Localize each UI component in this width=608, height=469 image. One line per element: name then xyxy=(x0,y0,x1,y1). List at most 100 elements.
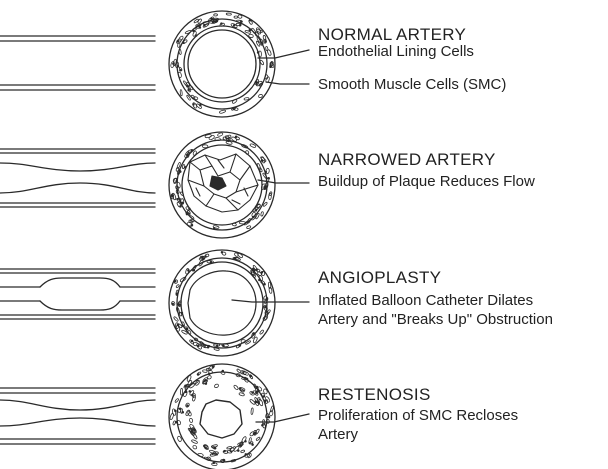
smooth-muscle-cell xyxy=(248,437,251,443)
cell-nucleus-dot xyxy=(239,345,240,346)
cell-nucleus-dot xyxy=(262,43,263,44)
smooth-muscle-cell xyxy=(173,316,178,322)
cell-nucleus-dot xyxy=(187,405,188,406)
smooth-muscle-cell xyxy=(187,330,191,335)
cell-nucleus-dot xyxy=(236,136,237,137)
smooth-muscle-cell xyxy=(245,150,249,155)
cell-nucleus-dot xyxy=(172,303,173,304)
smooth-muscle-cell xyxy=(265,46,268,51)
cell-nucleus-dot xyxy=(234,460,235,461)
cell-nucleus-dot xyxy=(268,178,269,179)
smc-proliferation-label-line-1: Proliferation of SMC Recloses xyxy=(318,406,518,426)
cell-nucleus-dot xyxy=(188,89,189,90)
cell-nucleus-dot xyxy=(262,425,263,426)
cell-nucleus-dot xyxy=(193,30,194,31)
cell-nucleus-dot xyxy=(245,441,246,442)
cell-nucleus-dot xyxy=(210,262,211,263)
smooth-muscle-cell xyxy=(202,145,208,148)
cell-nucleus-dot xyxy=(240,388,241,389)
cell-nucleus-dot xyxy=(217,345,218,346)
cell-nucleus-dot xyxy=(192,340,193,341)
cell-nucleus-dot xyxy=(224,451,225,452)
smooth-muscle-cell xyxy=(261,212,264,217)
cell-nucleus-dot xyxy=(259,279,260,280)
cell-nucleus-dot xyxy=(183,42,184,43)
plaque-mass xyxy=(188,154,258,212)
cell-nucleus-dot xyxy=(185,391,186,392)
angioplasty-title: ANGIOPLASTY xyxy=(318,268,441,288)
smooth-muscle-cell xyxy=(175,398,179,403)
smooth-muscle-cell xyxy=(180,388,182,395)
smooth-muscle-cells-label: Smooth Muscle Cells (SMC) xyxy=(318,75,506,95)
cell-nucleus-dot xyxy=(235,258,236,259)
cell-nucleus-dot xyxy=(268,417,269,418)
cell-nucleus-dot xyxy=(181,312,182,313)
cell-nucleus-dot xyxy=(205,256,206,257)
smooth-muscle-cell xyxy=(179,49,182,54)
narrowed-lumen xyxy=(200,400,242,438)
smooth-muscle-cell xyxy=(232,99,238,104)
cell-nucleus-dot xyxy=(180,408,181,409)
cell-nucleus-dot xyxy=(185,167,186,168)
smooth-muscle-cell xyxy=(226,13,231,15)
cell-nucleus-dot xyxy=(189,391,190,392)
cell-nucleus-dot xyxy=(202,257,203,258)
cell-nucleus-dot xyxy=(191,150,192,151)
narrowed-artery-cross-section-icon xyxy=(169,132,275,238)
cell-nucleus-dot xyxy=(223,345,224,346)
cell-nucleus-dot xyxy=(196,35,197,36)
endothelial-cells-label: Endothelial Lining Cells xyxy=(318,42,474,62)
cell-nucleus-dot xyxy=(249,30,250,31)
smooth-muscle-cell xyxy=(251,408,254,415)
smooth-muscle-cell xyxy=(244,97,249,100)
smooth-muscle-cell xyxy=(217,132,223,136)
angioplasty-longitudinal-icon xyxy=(0,269,155,319)
smooth-muscle-cell xyxy=(234,16,238,18)
narrowed-artery-title: NARROWED ARTERY xyxy=(318,150,496,170)
cell-nucleus-dot xyxy=(262,160,263,161)
cell-nucleus-dot xyxy=(198,345,199,346)
restenosis-title: RESTENOSIS xyxy=(318,385,431,405)
cell-nucleus-dot xyxy=(261,272,262,273)
cell-nucleus-dot xyxy=(255,401,256,402)
cell-nucleus-dot xyxy=(199,27,200,28)
cell-nucleus-dot xyxy=(211,18,212,19)
smooth-muscle-cell xyxy=(246,225,251,229)
angioplasty-leader-line xyxy=(232,300,309,302)
smooth-muscle-cell xyxy=(232,223,236,226)
balloon-catheter-label-line-1: Inflated Balloon Catheter Dilates xyxy=(318,291,533,311)
cell-nucleus-dot xyxy=(241,21,242,22)
cell-nucleus-dot xyxy=(213,462,214,463)
cell-nucleus-dot xyxy=(258,52,259,53)
cell-nucleus-dot xyxy=(193,104,194,105)
cell-nucleus-dot xyxy=(172,195,173,196)
cell-nucleus-dot xyxy=(216,21,217,22)
cell-nucleus-dot xyxy=(177,66,178,67)
smc-proliferation-label-line-2: Artery xyxy=(318,425,358,445)
cell-nucleus-dot xyxy=(182,325,183,326)
cell-nucleus-dot xyxy=(191,225,192,226)
smooth-muscle-cell xyxy=(256,41,261,47)
cell-nucleus-dot xyxy=(255,81,256,82)
cell-nucleus-dot xyxy=(222,370,223,371)
cell-nucleus-dot xyxy=(180,206,181,207)
cell-nucleus-dot xyxy=(213,22,214,23)
cell-nucleus-dot xyxy=(256,386,257,387)
restenosis-longitudinal-icon xyxy=(0,388,155,444)
smooth-muscle-cell xyxy=(259,330,264,335)
smooth-muscle-cell xyxy=(257,163,261,170)
cell-nucleus-dot xyxy=(256,392,257,393)
cell-nucleus-dot xyxy=(173,63,174,64)
cell-nucleus-dot xyxy=(203,258,204,259)
cell-nucleus-dot xyxy=(240,445,241,446)
cell-nucleus-dot xyxy=(186,328,187,329)
cell-nucleus-dot xyxy=(223,459,224,460)
narrowed-artery-leader-line xyxy=(258,180,309,183)
cell-nucleus-dot xyxy=(180,70,181,71)
plaque-buildup-label: Buildup of Plaque Reduces Flow xyxy=(318,172,535,192)
cell-nucleus-dot xyxy=(186,214,187,215)
cell-nucleus-dot xyxy=(214,447,215,448)
cell-nucleus-dot xyxy=(266,299,267,300)
cell-nucleus-dot xyxy=(264,188,265,189)
